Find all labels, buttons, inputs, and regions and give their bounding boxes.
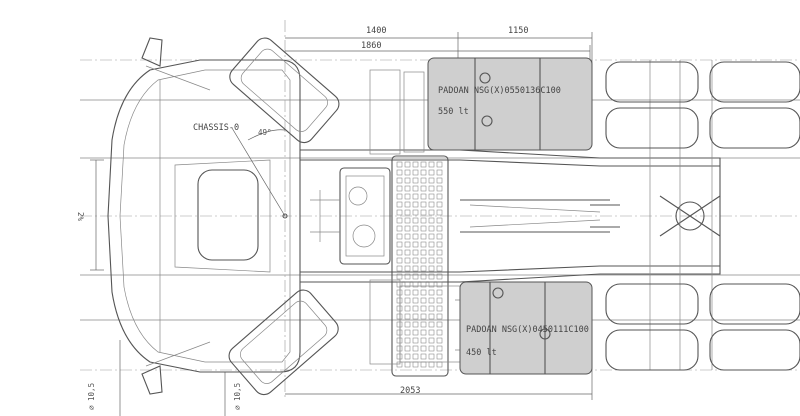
chassis-label: CHASSIS-0 — [193, 123, 239, 133]
steering-angle-arc — [247, 129, 286, 141]
side-mark: 2% — [76, 212, 85, 222]
front-wheel-bottom — [228, 289, 339, 396]
tank-bottom-text: PADOAN NSG(X)0450111C100 — [466, 325, 589, 335]
dimension-1860: 1860 — [361, 41, 381, 51]
dimension-1150: 1150 — [508, 26, 528, 36]
rear-wheels-top — [605, 61, 800, 149]
tank-bottom-capacity: 450 lt — [466, 348, 497, 358]
engine — [310, 167, 391, 265]
cab — [107, 37, 301, 395]
fuel-tank-top: PADOAN NSG(X)0550136C100 550 lt — [427, 57, 593, 151]
tank-top-capacity: 550 lt — [438, 107, 469, 117]
angle-label: 49° — [258, 128, 272, 137]
hole-note-2: ∅ 10,5 — [233, 383, 242, 410]
centerlines — [80, 20, 800, 400]
hole-note-1: ∅ 10,5 — [87, 383, 96, 410]
dimension-2053: 2053 — [400, 386, 420, 396]
fuel-tank-bottom: PADOAN NSG(X)0450111C100 450 lt — [459, 281, 593, 375]
tank-top-text: PADOAN NSG(X)0550136C100 — [438, 86, 561, 96]
rear-wheels-bottom — [605, 283, 800, 371]
front-wheel-top — [229, 37, 340, 144]
dimension-1400: 1400 — [366, 26, 386, 36]
center-grid-module — [391, 155, 449, 377]
rear-axle — [590, 60, 721, 370]
